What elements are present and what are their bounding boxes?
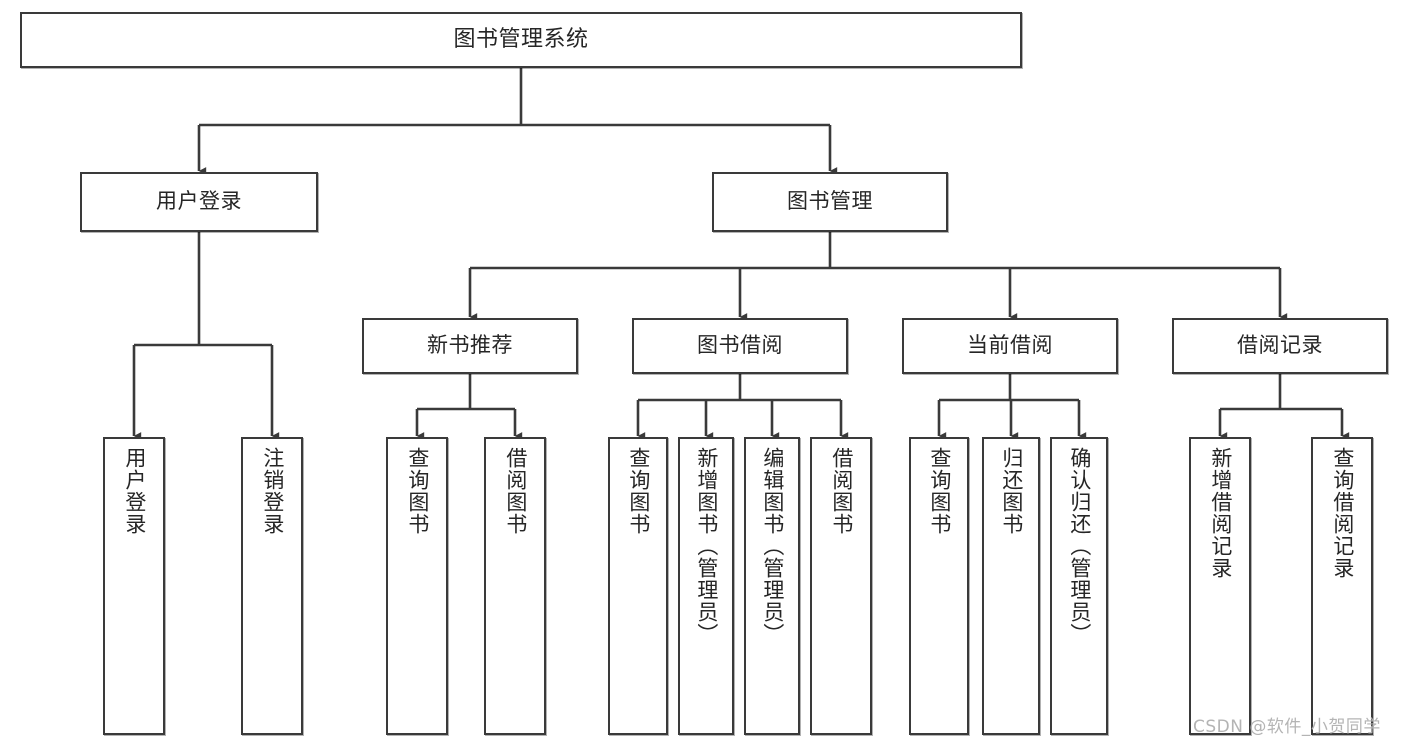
node-label: 用户登录 <box>122 447 147 535</box>
node-label: 归还图书 <box>999 447 1024 535</box>
node-leaf-add-borrow-record[interactable]: 新增借阅记录 <box>1189 437 1251 735</box>
node-current-borrowing[interactable]: 当前借阅 <box>902 318 1118 374</box>
node-leaf-edit-book-admin[interactable]: 编辑图书（管理员） <box>744 437 800 735</box>
node-leaf-add-book-admin[interactable]: 新增图书（管理员） <box>678 437 734 735</box>
node-label: 查询借阅记录 <box>1330 447 1355 579</box>
node-label: 新增图书（管理员） <box>694 447 719 645</box>
node-leaf-query-borrow-record[interactable]: 查询借阅记录 <box>1311 437 1373 735</box>
node-label: 图书管理系统 <box>453 26 589 52</box>
node-leaf-borrow-book-recommend[interactable]: 借阅图书 <box>484 437 546 735</box>
node-leaf-query-book-current[interactable]: 查询图书 <box>909 437 969 735</box>
watermark-csdn: CSDN @软件_小贺同学 <box>1193 717 1381 737</box>
node-label: 注销登录 <box>260 447 285 535</box>
node-leaf-return-book[interactable]: 归还图书 <box>982 437 1040 735</box>
node-label: 确认归还（管理员） <box>1067 447 1092 645</box>
node-leaf-query-book-recommend[interactable]: 查询图书 <box>386 437 448 735</box>
node-label: 图书借阅 <box>697 333 783 358</box>
node-root-book-management-system[interactable]: 图书管理系统 <box>20 12 1022 68</box>
node-label: 新增借阅记录 <box>1208 447 1233 579</box>
node-leaf-query-book-borrow[interactable]: 查询图书 <box>608 437 668 735</box>
node-label: 借阅图书 <box>829 447 854 535</box>
node-label: 当前借阅 <box>967 333 1053 358</box>
node-leaf-logout[interactable]: 注销登录 <box>241 437 303 735</box>
node-leaf-user-login[interactable]: 用户登录 <box>103 437 165 735</box>
node-borrowing-record[interactable]: 借阅记录 <box>1172 318 1388 374</box>
node-book-management[interactable]: 图书管理 <box>712 172 948 232</box>
node-label: 图书管理 <box>787 189 873 214</box>
node-label: 查询图书 <box>405 447 430 535</box>
node-label: 新书推荐 <box>427 333 513 358</box>
node-label: 查询图书 <box>626 447 651 535</box>
node-leaf-borrow-book[interactable]: 借阅图书 <box>810 437 872 735</box>
node-user-login[interactable]: 用户登录 <box>80 172 318 232</box>
node-label: 查询图书 <box>927 447 952 535</box>
node-book-borrowing[interactable]: 图书借阅 <box>632 318 848 374</box>
node-label: 借阅记录 <box>1237 333 1323 358</box>
node-new-book-recommendation[interactable]: 新书推荐 <box>362 318 578 374</box>
node-leaf-confirm-return-admin[interactable]: 确认归还（管理员） <box>1050 437 1108 735</box>
node-label: 用户登录 <box>156 189 242 214</box>
node-label: 编辑图书（管理员） <box>760 447 785 645</box>
node-label: 借阅图书 <box>503 447 528 535</box>
